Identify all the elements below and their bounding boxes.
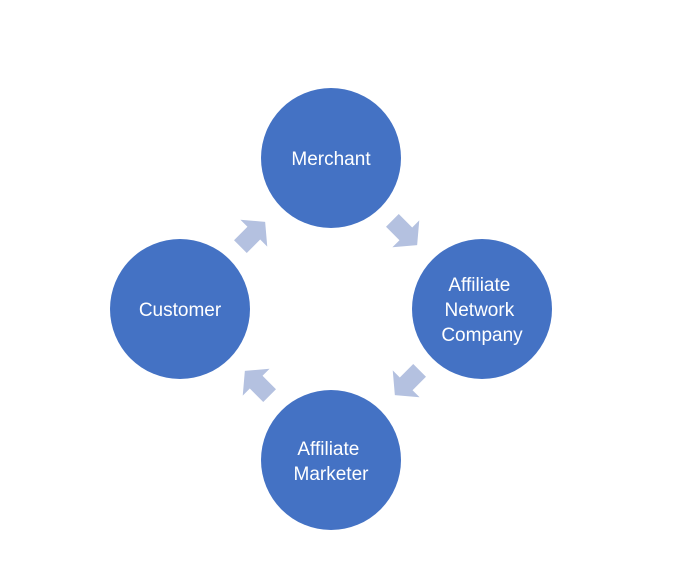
node-affiliate-network-company-label: Affiliate Network Company xyxy=(441,275,523,346)
node-affiliate-marketer: Affiliate Marketer xyxy=(261,390,401,530)
arrow-merchant-to-network xyxy=(386,214,420,248)
node-affiliate-marketer-label: Affiliate Marketer xyxy=(294,439,370,485)
arrow-network-to-marketer xyxy=(392,364,426,398)
node-customer: Customer xyxy=(110,239,250,379)
arrow-marketer-to-customer xyxy=(242,368,276,402)
node-merchant: Merchant xyxy=(261,88,401,228)
node-merchant-label: Merchant xyxy=(291,149,371,170)
node-customer-label: Customer xyxy=(139,300,222,321)
arrow-customer-to-merchant xyxy=(234,219,268,253)
node-affiliate-network-company: Affiliate Network Company xyxy=(412,239,552,379)
